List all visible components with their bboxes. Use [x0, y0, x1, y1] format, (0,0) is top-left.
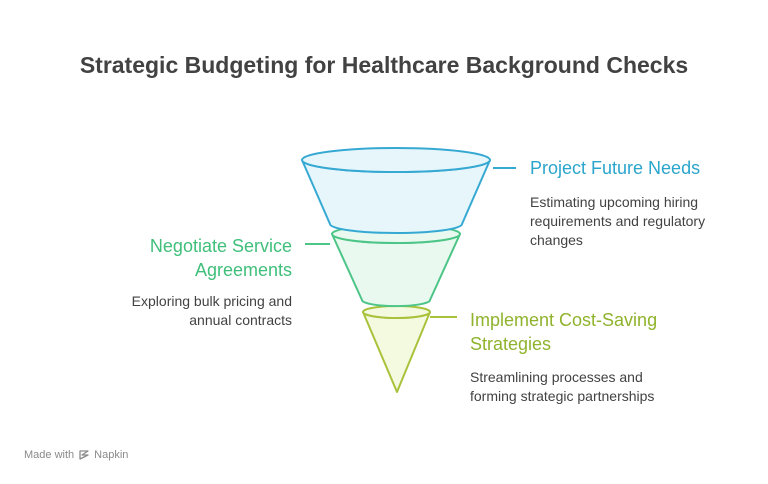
funnel-stage-3	[362, 305, 431, 393]
footer-prefix: Made with	[24, 449, 75, 461]
made-with-napkin-footer: Made with Napkin	[24, 449, 128, 461]
stage-2-title: Negotiate Service Agreements	[149, 236, 292, 280]
napkin-logo-icon	[79, 450, 89, 460]
stage-1-description: Estimating upcoming hiring requirements …	[530, 194, 706, 248]
stage-1-title: Project Future Needs	[530, 158, 701, 178]
stage-2-description: Exploring bulk pricing and annual contra…	[131, 293, 292, 328]
footer-brand: Napkin	[94, 449, 129, 461]
funnel-stage-2	[331, 224, 461, 308]
stage-3-description: Streamlining processes and forming strat…	[470, 369, 655, 404]
funnel-stage-1	[301, 147, 491, 234]
stage-3-title: Implement Cost-Saving Strategies	[470, 310, 658, 354]
diagram-title: Strategic Budgeting for Healthcare Backg…	[79, 52, 689, 78]
